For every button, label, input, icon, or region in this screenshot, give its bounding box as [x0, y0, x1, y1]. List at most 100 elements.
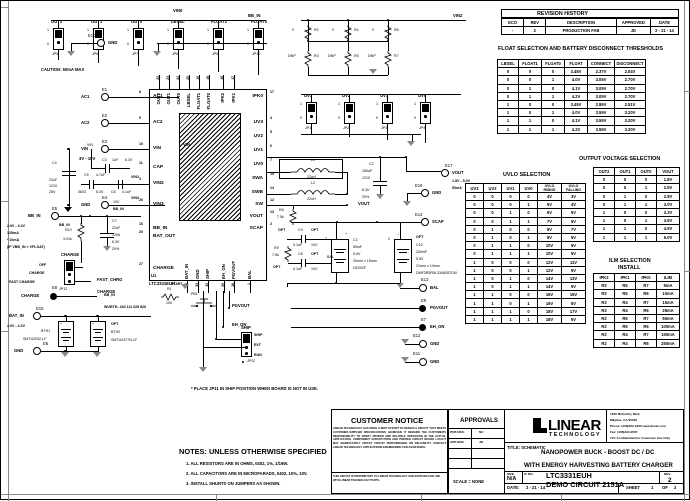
ic-u1-hatch [179, 113, 241, 221]
charge-jumper-shunt[interactable] [66, 262, 73, 271]
connector-e10-pad[interactable] [97, 39, 105, 47]
ipk-wire-0-2 [308, 67, 309, 75]
connector-e16-pad[interactable] [421, 189, 429, 197]
connector-e11-pad[interactable] [419, 358, 427, 366]
uv-signal-uv2: UV2 [342, 93, 351, 98]
pb1-symbol[interactable] [191, 297, 217, 309]
uvlo-cell-9-3: 1 [519, 265, 538, 275]
connector-e12-pad[interactable] [419, 340, 427, 348]
rev-hdr-eco: ECO [500, 17, 525, 28]
connector-e14-pad[interactable] [421, 218, 429, 226]
ic-pin-label-right-uv1: UV1 [253, 147, 263, 153]
uvlo-title: UVLO SELECTION [503, 172, 551, 178]
frame-tick-7 [684, 91, 690, 92]
top-pad-out2[interactable] [57, 41, 60, 44]
float-header-2: FLOAT0 [541, 58, 565, 69]
uv-pin-lo-uv1: 0 [376, 116, 378, 120]
uv-pad-uv0[interactable] [424, 115, 427, 118]
ship-jumper-pad-3[interactable] [245, 346, 248, 349]
connector-e6-pad[interactable] [33, 347, 41, 355]
connector-e15-pad[interactable] [33, 312, 41, 320]
outv-cell-0-1: 0 [614, 175, 636, 185]
top-pad-out0[interactable] [137, 41, 140, 44]
uv-shunt-uv2[interactable] [346, 104, 353, 112]
uvlo-cell-12-2: 0 [501, 290, 520, 300]
top-pin-lo-float0: 0 [247, 42, 249, 46]
top-shunt-out0[interactable] [135, 30, 142, 38]
uv-body-uv2[interactable] [344, 102, 355, 124]
connector-e15-label: BAT_IN [9, 313, 24, 318]
top-body-out2[interactable] [53, 28, 64, 50]
net-cap-label: VIN [87, 143, 93, 147]
top-shunt-float1[interactable] [215, 30, 222, 38]
uv-shunt-uv3[interactable] [308, 104, 315, 112]
top-body-lbsel[interactable] [173, 28, 184, 50]
c9-val-1: 10V [311, 243, 318, 247]
ship-jumper-body[interactable] [241, 332, 252, 357]
connector-e8-pad[interactable] [50, 293, 57, 300]
wire-gnd-e6 [41, 351, 65, 352]
charge-jumper-pad-3[interactable] [68, 273, 71, 276]
uv-pad-uv3[interactable] [310, 115, 313, 118]
ic-pin-label-right-swb: SWB [251, 189, 263, 195]
uv-body-uv1[interactable] [382, 102, 393, 124]
uv-pad-uv2[interactable] [348, 115, 351, 118]
charge-jumper-body[interactable] [64, 260, 75, 285]
connector-e4-pad[interactable] [101, 201, 109, 209]
connector-e2-pad[interactable] [101, 119, 109, 127]
connector-e3-pad[interactable] [101, 145, 109, 153]
connector-e9-pad[interactable] [419, 305, 426, 312]
top-body-out0[interactable] [133, 28, 144, 50]
pb1-ref: PB1 [191, 292, 198, 296]
outv-cell-6-3: 4.5V [656, 224, 680, 234]
top-shunt-lbsel[interactable] [175, 30, 182, 38]
l2-ref: L2 [311, 181, 315, 185]
connector-e17-pad[interactable] [441, 169, 449, 177]
ship-jumper-pad-4[interactable] [245, 352, 248, 355]
approvals-value-1: JD [479, 440, 483, 444]
wire-swb-l2 [267, 194, 291, 195]
charge-jumper-pad-4[interactable] [68, 280, 71, 283]
ic-pin-num-right-swb: 14 [270, 186, 274, 190]
connector-e7-pad[interactable] [419, 324, 426, 331]
uv-pin-hi-uv1: 1 [376, 102, 378, 106]
uv-shunt-uv1[interactable] [384, 104, 391, 112]
l1-val: 22uH [307, 175, 316, 179]
top-shunt-out2[interactable] [55, 30, 62, 38]
float-cell-6-2: 0 [541, 116, 565, 126]
float-cell-3-5: 2.70V [614, 91, 646, 101]
c10-val-0: 330mF [416, 250, 428, 254]
top-body-float0[interactable] [253, 28, 264, 50]
ilm-cell-7-3: 250mA [656, 338, 680, 348]
connector-e1-pad[interactable] [101, 93, 109, 101]
connector-e5-pad[interactable] [51, 212, 59, 220]
uv-pad-uv1[interactable] [386, 115, 389, 118]
uv-body-uv0[interactable] [420, 102, 431, 124]
wire-jp11-a [216, 339, 241, 340]
gnd-symbol-e11 [400, 357, 409, 362]
top-pad-lbsel[interactable] [177, 41, 180, 44]
net-label-vin0-top: VIN0 [173, 8, 183, 13]
top-shunt-out1[interactable] [95, 30, 102, 38]
uv-shunt-uv0[interactable] [422, 104, 429, 112]
c1-plate-1 [334, 249, 346, 251]
net-label-vin3-left: VIN3 [131, 196, 139, 200]
ic-pin-label-right-scap: SCAP [249, 225, 263, 231]
approvals-div-1 [448, 438, 505, 439]
ship-jumper-shunt[interactable] [243, 334, 250, 343]
uvlo-cell-2-4: 6V [537, 208, 562, 218]
uvlo-header-3: UV0 [519, 183, 538, 193]
connector-e13-pad[interactable] [419, 284, 427, 292]
uvlo-cell-9-0: 1 [465, 265, 484, 275]
float-header-5: DISCONNECT [614, 58, 646, 69]
uv-body-uv3[interactable] [306, 102, 317, 124]
net-label-vin-mid: VIN [183, 142, 190, 147]
top-body-float1[interactable] [213, 28, 224, 50]
uvlo-cell-8-2: 0 [501, 257, 520, 267]
connector-e11-label: GND [430, 359, 440, 364]
float-header-0: LBSEL [497, 58, 519, 69]
top-shunt-float0[interactable] [255, 30, 262, 38]
top-pad-float1[interactable] [217, 41, 220, 44]
top-pad-float0[interactable] [257, 41, 260, 44]
